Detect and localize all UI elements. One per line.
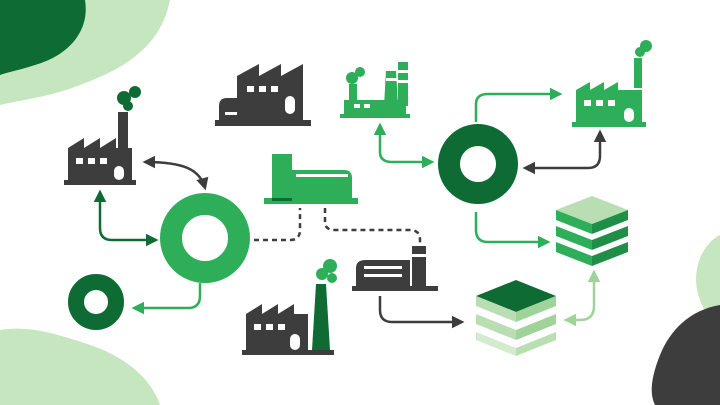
factory-icon	[242, 259, 337, 355]
stacked-layers-icon	[556, 196, 628, 266]
corner-blob-right	[651, 235, 720, 405]
corner-blob-top-left	[0, 0, 170, 105]
storage-tank-icon	[264, 154, 358, 204]
connector-arrow-icon	[522, 129, 607, 175]
recycle-ring-icon	[438, 124, 518, 204]
connector-arrow-icon	[131, 283, 202, 315]
factory-icon	[340, 62, 410, 118]
corner-blob-bottom-left	[0, 328, 160, 405]
connector-arrow-icon	[474, 87, 563, 122]
factory-icon	[572, 40, 652, 127]
recycle-ring-icon	[160, 193, 250, 283]
recycle-ring-icon	[68, 274, 124, 330]
factory-icon	[64, 86, 141, 185]
connector-arrow-icon	[254, 208, 302, 242]
connectors	[93, 87, 607, 329]
connector-arrow-icon	[373, 122, 435, 169]
stacked-layers-icon	[476, 280, 556, 356]
connector-arrow-icon	[142, 155, 209, 191]
connector-arrow-icon	[93, 189, 159, 247]
connector-arrow-icon	[378, 296, 465, 329]
connector-arrow-icon	[474, 212, 551, 249]
factory-icon	[352, 246, 438, 291]
connector-arrow-icon	[563, 269, 601, 327]
connector-arrow-icon	[323, 208, 422, 252]
factory-icon	[215, 64, 311, 126]
